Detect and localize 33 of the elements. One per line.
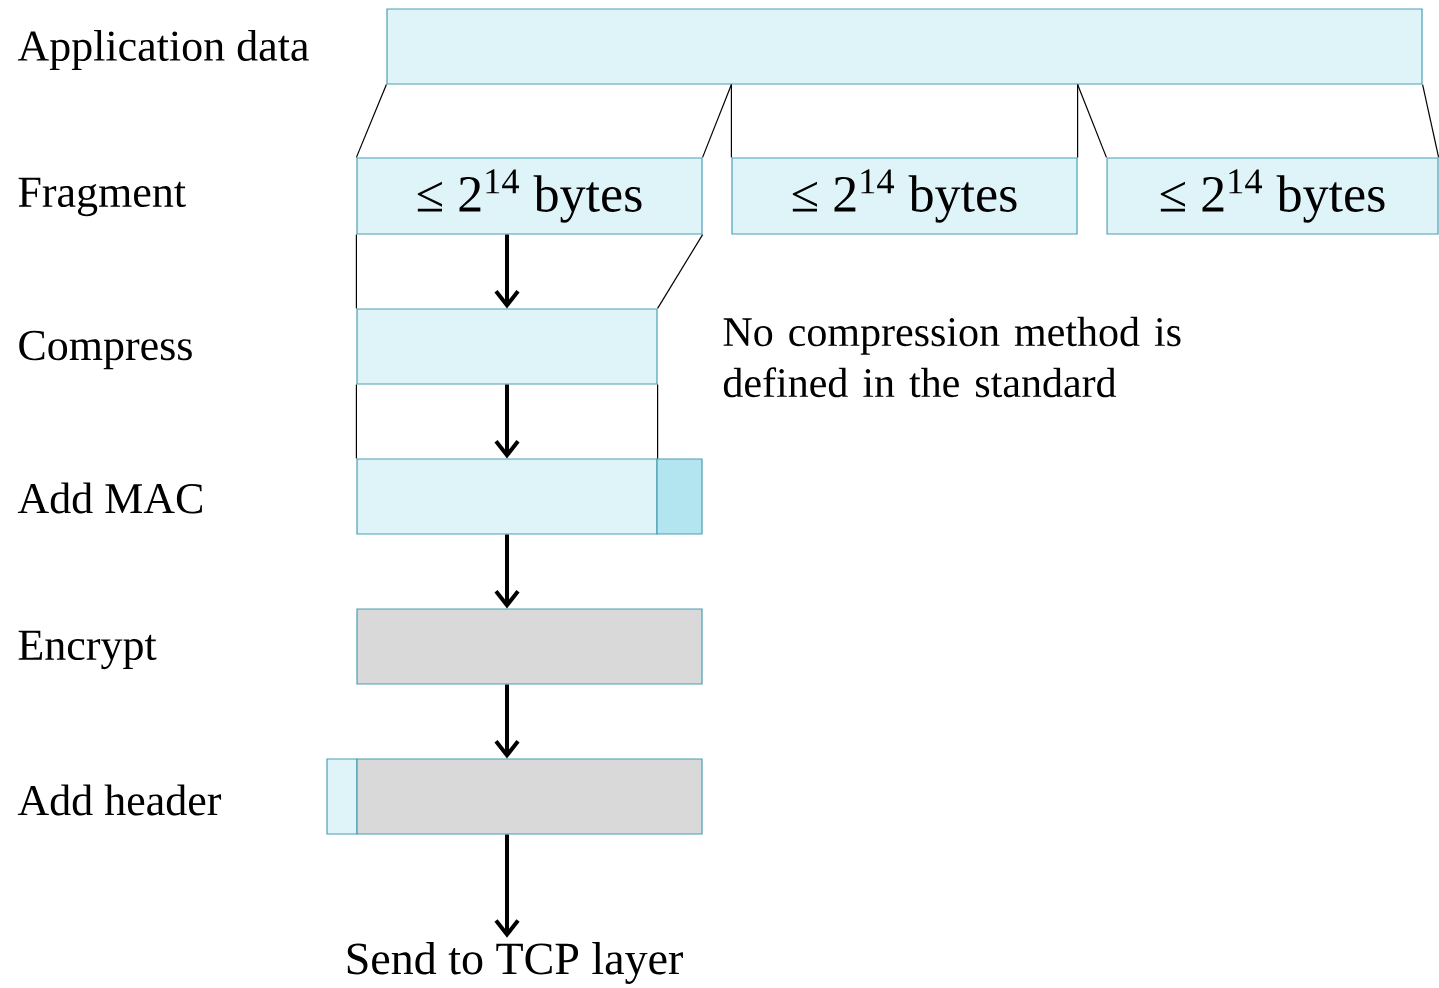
text-label: Send to TCP layer [347,942,683,984]
note: No compression method is defined in the standard [723,316,1181,398]
row-label: Application data [17,30,309,70]
row-label: Compress [19,330,192,370]
arrow [494,534,520,609]
data-bar [386,8,1423,85]
projection-line [355,84,387,158]
fragment-box: ≤ 2$^{14}$ bytes [356,157,703,235]
mac-box [656,458,703,535]
fragment-box: ≤ 2$^{14}$ bytes [731,157,1078,235]
encrypted-box [356,758,703,835]
fragment-box: ≤ 2$^{14}$ bytes [1106,157,1439,235]
projection-line [730,84,732,158]
projection-line [657,234,704,309]
projection-line [1422,84,1439,158]
compressed-box [356,308,658,385]
encrypted-box [356,608,703,685]
projection-line [355,234,357,309]
arrow [494,234,520,309]
projection-line [702,84,732,158]
row-label: Add MAC [17,482,202,514]
row-label: Fragment [18,177,186,217]
header-box [326,758,358,835]
row-label: Encrypt [18,630,157,670]
projection-line [1077,84,1079,158]
arrow [494,384,520,459]
row-label: Add header [17,784,222,816]
arrow [494,684,520,759]
data-box [356,458,658,535]
arrow [494,834,520,938]
projection-line [355,384,357,459]
projection-line [1077,84,1107,158]
projection-line [657,384,659,459]
